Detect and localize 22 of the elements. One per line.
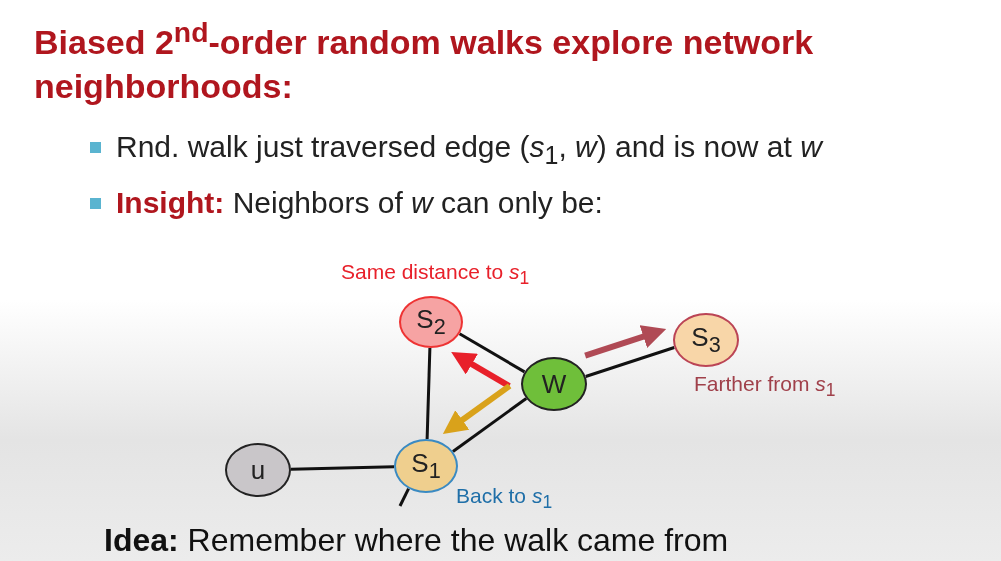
annotation-label: Farther from s$_{1}$: [694, 372, 836, 402]
node-circle: [521, 357, 587, 411]
node-label: W: [541, 368, 567, 400]
annotation-label: Same distance to s$_{1}$: [341, 260, 530, 290]
node-label: S$_{3}$: [691, 321, 721, 359]
graph-edge: [398, 487, 410, 507]
bullet-text: Insight: Neighbors of w can only be:: [116, 186, 603, 220]
graph-edge: [425, 347, 432, 440]
graph-edge: [451, 351, 511, 389]
bullet-text: Rnd. walk just traversed edge (s$_{1}$, w) and is now at w: [116, 130, 822, 170]
graph-edge: [458, 332, 526, 374]
graph-edge: [452, 397, 528, 453]
node-label: u: [250, 454, 266, 486]
graph-edge: [585, 346, 675, 378]
node-label: S$_{2}$: [416, 303, 446, 341]
annotation-label: Back to s$_{1}$: [456, 484, 553, 514]
graph-edge: [584, 325, 667, 359]
slide-title: Biased 2$^{nd}$-order random walks explore network neighborhoods:: [34, 15, 815, 108]
graph-edge: [290, 465, 395, 471]
node-label: S$_{1}$: [411, 447, 441, 485]
note-text: Idea: Remember where the walk came from: [104, 522, 729, 559]
graph-edge: [442, 383, 512, 435]
